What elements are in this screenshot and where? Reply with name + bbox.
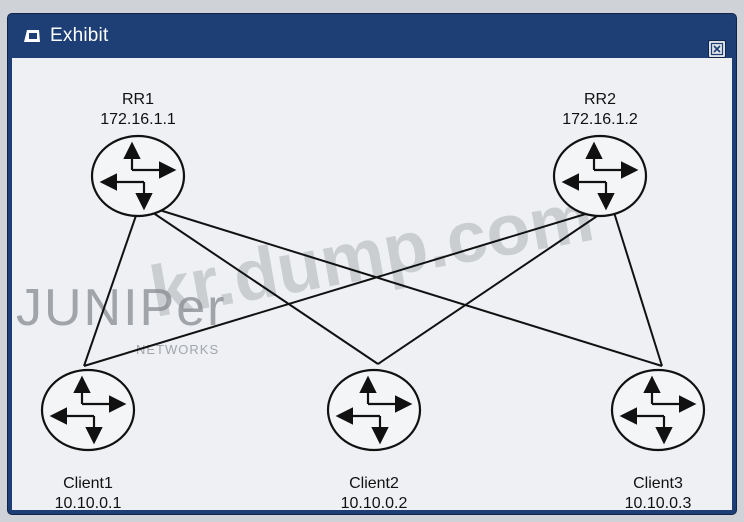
router-icon (40, 368, 136, 452)
router-icon (90, 134, 186, 218)
router-icon (326, 368, 422, 452)
node-name-rr2: RR2 (583, 91, 616, 108)
link-rr2-client3 (611, 205, 663, 367)
link-rr1-client1 (83, 203, 141, 367)
watermark-sub-text: NETWORKS (136, 342, 220, 357)
watermark-brand-text: JUNIPer (16, 279, 227, 337)
link-rr2-client2 (377, 205, 613, 365)
exhibit-window: Exhibit kr.dump.com JUNIPer NETWORKS RR1… (8, 14, 736, 514)
node-label-client1: Client1 10.10.0.1 (55, 474, 122, 514)
diagram-canvas: kr.dump.com JUNIPer NETWORKS RR1 172.16.… (12, 58, 732, 512)
close-button[interactable] (708, 40, 726, 58)
node-label-client2: Client2 10.10.0.2 (341, 474, 408, 514)
router-icon (610, 368, 706, 452)
link-rr1-client2 (139, 203, 379, 365)
node-name-rr1: RR1 (121, 91, 154, 108)
title-bar: Exhibit (8, 14, 736, 56)
node-ip-client2: 10.10.0.2 (340, 495, 408, 512)
folder-icon (24, 30, 40, 42)
close-icon (710, 42, 724, 56)
node-name-client1: Client1 (63, 475, 113, 492)
node-ip-client1: 10.10.0.1 (54, 495, 122, 512)
router-icon (552, 134, 648, 218)
node-ip-rr2: 172.16.1.2 (562, 111, 638, 128)
node-ip-client3: 10.10.0.3 (624, 495, 692, 512)
node-label-rr1: RR1 172.16.1.1 (100, 90, 176, 130)
link-rr1-client3 (139, 203, 663, 367)
window-title: Exhibit (50, 25, 109, 46)
node-ip-rr1: 172.16.1.1 (100, 111, 176, 128)
node-label-rr2: RR2 172.16.1.2 (562, 90, 638, 130)
network-diagram (40, 134, 706, 452)
node-name-client3: Client3 (633, 475, 683, 492)
node-name-client2: Client2 (349, 475, 399, 492)
node-label-client3: Client3 10.10.0.3 (625, 474, 692, 514)
link-rr2-client1 (83, 205, 613, 367)
